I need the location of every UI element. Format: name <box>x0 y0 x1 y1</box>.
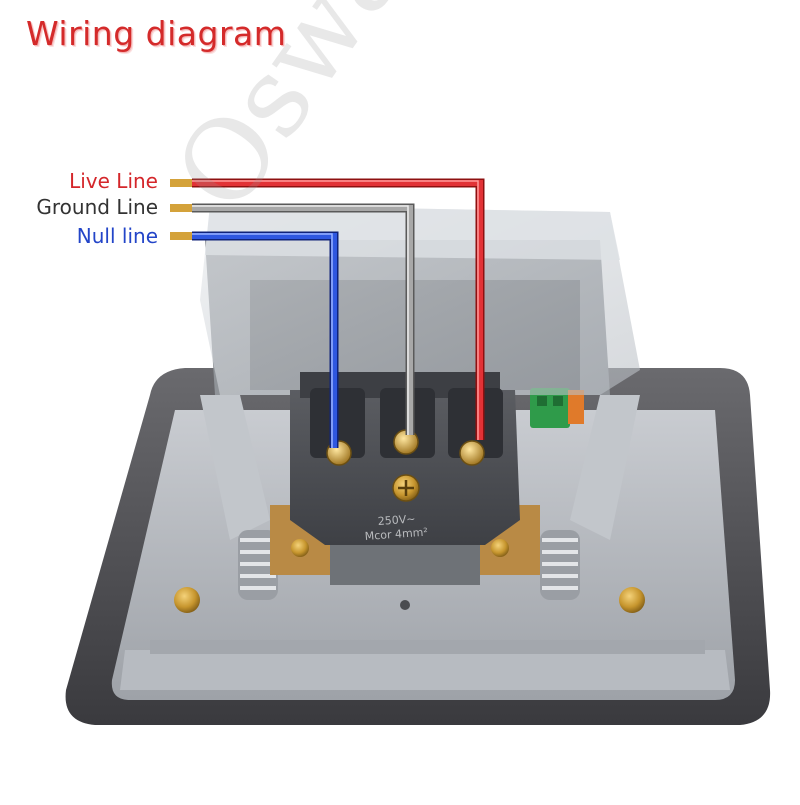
left-spring <box>238 530 278 600</box>
strap-screw-left <box>291 539 309 557</box>
right-spring <box>540 530 580 600</box>
orange-terminal <box>568 390 584 424</box>
diagram-title: Wiring diagram <box>26 14 287 53</box>
live-wire <box>170 178 485 440</box>
ground-line-label: Ground Line <box>36 195 158 219</box>
strap-screw-right <box>491 539 509 557</box>
left-hinge-arm <box>200 395 270 540</box>
plate-groove <box>150 640 705 654</box>
plate-hole <box>400 600 410 610</box>
live-terminal-screw <box>459 440 485 466</box>
ground-wire <box>170 203 415 435</box>
wire-size-marking: Mcor 4mm² <box>364 526 428 543</box>
plate-edge <box>120 650 730 690</box>
voltage-marking: 250V~ <box>377 512 416 528</box>
green-terminal-slot <box>553 396 563 406</box>
live-line-label: Live Line <box>69 169 158 193</box>
center-screw-slot <box>398 480 414 496</box>
null-wire <box>170 231 339 448</box>
right-hinge-arm <box>570 395 640 540</box>
strap-center <box>330 545 480 585</box>
left-mount-screw <box>174 587 200 613</box>
right-mount-screw <box>619 587 645 613</box>
null-line-label: Null line <box>76 224 158 248</box>
green-terminal-slot <box>537 396 547 406</box>
